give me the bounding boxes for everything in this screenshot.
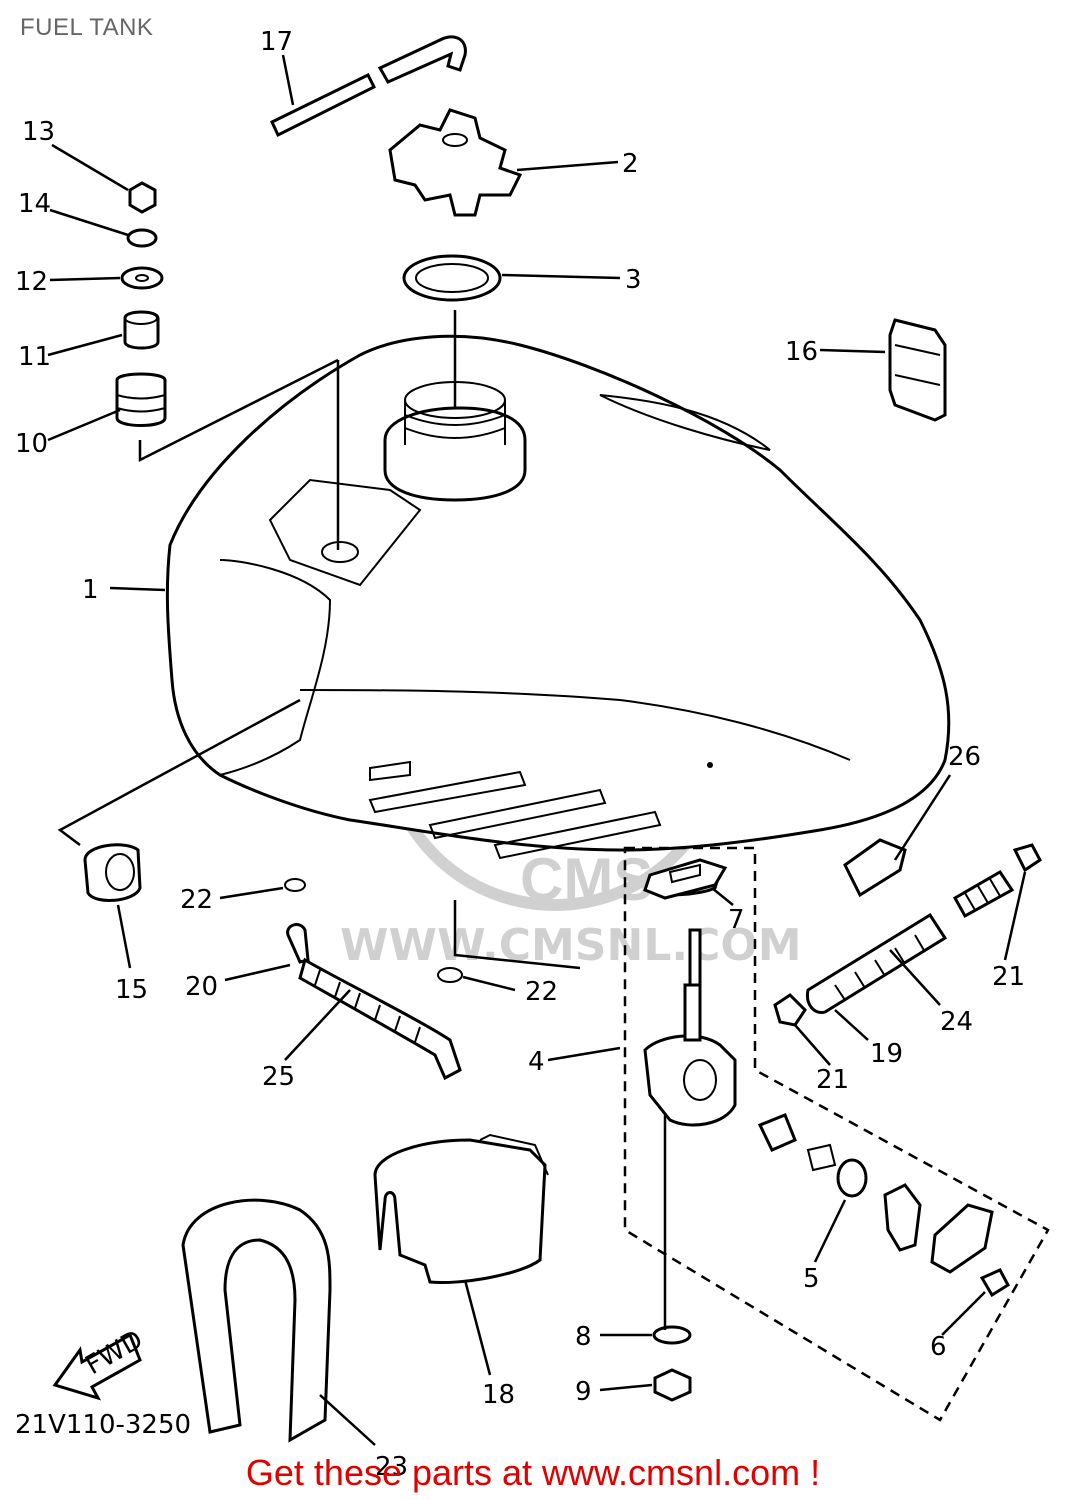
callout-18: 18 xyxy=(482,1380,515,1410)
callout-25: 25 xyxy=(262,1062,295,1092)
cta-link[interactable]: Get these parts at www.cmsnl.com ! xyxy=(245,1452,821,1493)
damper-block-part[interactable] xyxy=(373,1133,549,1285)
tank-damper-part[interactable] xyxy=(83,843,142,902)
cap-gasket-part[interactable] xyxy=(402,254,502,302)
callout-5: 5 xyxy=(803,1264,820,1294)
drain-washer-part[interactable] xyxy=(652,1325,692,1345)
callout-7: 7 xyxy=(728,905,745,935)
page-title: FUEL TANK xyxy=(20,14,154,41)
callout-14: 14 xyxy=(18,189,51,219)
fuel-hose-part[interactable] xyxy=(805,912,948,1015)
fuel-tank-part[interactable] xyxy=(165,334,951,860)
hose-clip-part[interactable] xyxy=(773,843,1042,1027)
cock-assembly-outline xyxy=(623,846,1050,1422)
callout-3: 3 xyxy=(625,265,642,295)
callout-10: 10 xyxy=(15,429,48,459)
callout-17: 17 xyxy=(260,27,293,57)
hose-holder-part[interactable] xyxy=(843,838,907,898)
damper-part[interactable] xyxy=(115,372,167,427)
cock-internals[interactable] xyxy=(757,1113,994,1274)
callout-20: 20 xyxy=(185,972,218,1002)
emblem-part[interactable] xyxy=(888,318,947,422)
screw-part[interactable] xyxy=(979,1268,1010,1298)
callout-11: 11 xyxy=(18,342,51,372)
callout-6: 6 xyxy=(930,1332,947,1362)
callout-9: 9 xyxy=(575,1377,592,1407)
watermark-logo-text: CMS xyxy=(520,846,653,913)
clip-part[interactable] xyxy=(284,878,463,983)
fuel-cap-part[interactable] xyxy=(388,108,523,217)
drain-screw-part[interactable] xyxy=(653,1368,692,1402)
callout-23: 23 xyxy=(375,1452,408,1482)
nut-part[interactable] xyxy=(128,181,157,214)
breather-hose-part[interactable] xyxy=(270,35,467,138)
band-part[interactable] xyxy=(181,1198,332,1443)
collar-part[interactable] xyxy=(123,310,160,350)
callout-13: 13 xyxy=(22,117,55,147)
watermark-url-text: WWW.CMSNL.COM xyxy=(340,920,802,971)
callout-8: 8 xyxy=(575,1322,592,1352)
callout-22a: 22 xyxy=(180,885,213,915)
callout-2: 2 xyxy=(622,149,639,179)
callout-21b: 21 xyxy=(992,962,1025,992)
leader-lines xyxy=(47,54,1027,1446)
callout-22b: 22 xyxy=(525,977,558,1007)
callout-12: 12 xyxy=(15,267,48,297)
fwd-arrow: FWD xyxy=(52,1325,148,1401)
callout-24: 24 xyxy=(940,1007,973,1037)
fuel-pipe-part[interactable] xyxy=(952,869,1015,919)
callout-26: 26 xyxy=(948,742,981,772)
washer-part[interactable] xyxy=(120,266,164,290)
callout-15: 15 xyxy=(115,975,148,1005)
callout-1: 1 xyxy=(82,575,99,605)
breather-pipe-part[interactable] xyxy=(286,923,462,1081)
fuel-cock-part[interactable] xyxy=(643,867,737,1127)
cock-gasket-part[interactable] xyxy=(643,858,728,900)
callout-21a: 21 xyxy=(816,1065,849,1095)
lock-washer-part[interactable] xyxy=(126,228,158,248)
callout-labels: 1 2 3 4 5 6 7 8 9 10 11 12 13 14 15 16 1… xyxy=(15,27,1025,1482)
callout-19: 19 xyxy=(870,1039,903,1069)
callout-16: 16 xyxy=(785,337,818,367)
callout-4: 4 xyxy=(528,1047,545,1077)
diagram-code: 21V110-3250 xyxy=(15,1410,191,1440)
